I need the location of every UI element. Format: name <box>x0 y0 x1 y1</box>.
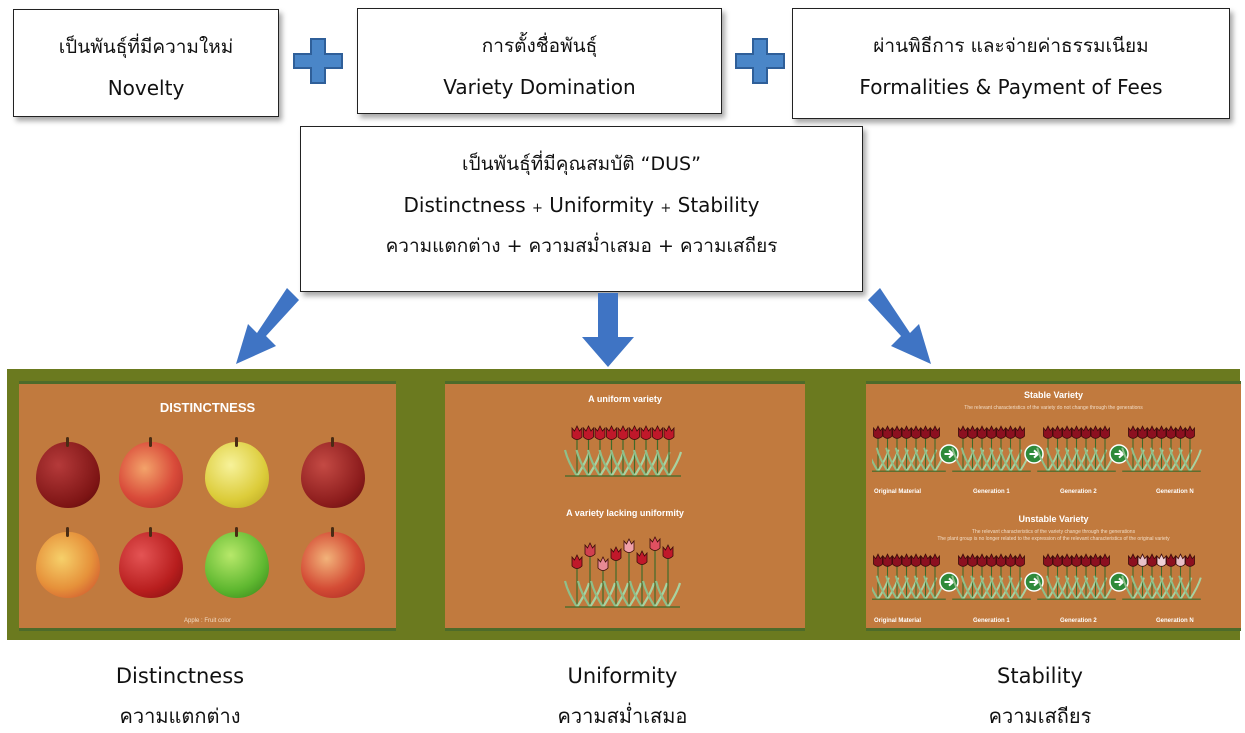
unstable-variety-subtitle-2: The plant group is no longer related to … <box>937 536 1170 542</box>
arrow-down-left-icon <box>236 288 299 364</box>
dus-heading: เป็นพันธุ์ที่มีคุณสมบัติ “DUS” <box>462 153 701 175</box>
variety-thai: การตั้งชื่อพันธุ์ <box>481 35 598 57</box>
variety-denomination-box: การตั้งชื่อพันธุ์ Variety Domination <box>357 8 722 114</box>
apple-image <box>205 437 269 508</box>
dus-plus: + <box>660 201 672 216</box>
unstable-label-genN: Generation N <box>1156 618 1194 624</box>
nonuniform-tulip-group <box>563 536 682 608</box>
dus-plus: + <box>531 201 543 216</box>
stable-variety-subtitle: The relevant characteristics of the vari… <box>964 405 1143 411</box>
unstable-generations <box>872 553 1202 600</box>
novelty-box: เป็นพันธุ์ที่มีความใหม่ Novelty <box>13 9 279 117</box>
arrow-down-icon <box>582 293 634 367</box>
caption-stability-english: Stability <box>997 664 1083 688</box>
apple-image <box>301 437 365 508</box>
unstable-variety-subtitle: The relevant characteristics of the vari… <box>971 529 1136 535</box>
plus-icon <box>293 38 343 84</box>
stability-panel: Stable Variety The relevant characterist… <box>866 381 1241 631</box>
stable-label-gen1: Generation 1 <box>973 489 1010 495</box>
apple-image <box>119 527 183 598</box>
unstable-label-gen2: Generation 2 <box>1060 618 1097 624</box>
dus-uniformity: Uniformity <box>549 193 654 217</box>
dus-box: เป็นพันธุ์ที่มีคุณสมบัติ “DUS” Distinctn… <box>300 126 863 292</box>
distinctness-panel-footer: Apple : Fruit color <box>183 618 232 624</box>
uniformity-title-lacking: A variety lacking uniformity <box>566 508 684 518</box>
caption-uniformity-thai: ความสม่ำเสมอ <box>557 704 688 728</box>
apple-image <box>205 527 269 598</box>
novelty-english: Novelty <box>107 76 185 100</box>
dus-stability: Stability <box>677 193 760 217</box>
apple-image <box>36 437 100 508</box>
novelty-thai: เป็นพันธุ์ที่มีความใหม่ <box>58 36 234 58</box>
arrow-down-right-icon <box>868 288 931 364</box>
uniform-tulip-group <box>563 425 683 477</box>
apple-image <box>301 527 365 598</box>
uniformity-title-uniform: A uniform variety <box>588 394 662 404</box>
uniformity-panel: A uniform variety A variety lacking unif… <box>445 381 805 631</box>
caption-stability-thai: ความเสถียร <box>988 704 1092 728</box>
stable-label-original: Original Material <box>874 489 922 495</box>
formalities-box: ผ่านพิธีการ และจ่ายค่าธรรมเนียม Formalit… <box>792 8 1230 119</box>
distinctness-panel-title: DISTINCTNESS <box>159 400 256 415</box>
caption-distinctness-thai: ความแตกต่าง <box>119 704 241 728</box>
unstable-label-original: Original Material <box>874 618 922 624</box>
unstable-variety-title: Unstable Variety <box>1018 514 1089 524</box>
dus-thai-line: ความแตกต่าง + ความสม่ำเสมอ + ความเสถียร <box>385 235 778 257</box>
caption-stability: Stability ความเสถียร <box>965 664 1115 732</box>
caption-uniformity-english: Uniformity <box>567 664 678 688</box>
caption-distinctness: Distinctness ความแตกต่าง <box>95 664 265 732</box>
apple-image <box>36 527 100 598</box>
stable-label-genN: Generation N <box>1156 489 1194 495</box>
stable-variety-title: Stable Variety <box>1023 390 1084 400</box>
unstable-label-gen1: Generation 1 <box>973 618 1010 624</box>
dus-distinctness: Distinctness <box>403 193 526 217</box>
formalities-english: Formalities & Payment of Fees <box>859 75 1163 99</box>
variety-english: Variety Domination <box>443 75 636 99</box>
caption-distinctness-english: Distinctness <box>115 664 245 688</box>
apple-image <box>119 437 183 508</box>
stable-label-gen2: Generation 2 <box>1060 489 1097 495</box>
distinctness-panel: DISTINCTNESS Apple : Fruit color <box>19 381 396 631</box>
plus-icon <box>735 38 785 84</box>
dus-english-line: Distinctness + Uniformity + Stability <box>301 193 862 217</box>
caption-uniformity: Uniformity ความสม่ำเสมอ <box>535 664 710 732</box>
stable-generations <box>872 425 1202 472</box>
formalities-thai: ผ่านพิธีการ และจ่ายค่าธรรมเนียม <box>873 35 1149 57</box>
